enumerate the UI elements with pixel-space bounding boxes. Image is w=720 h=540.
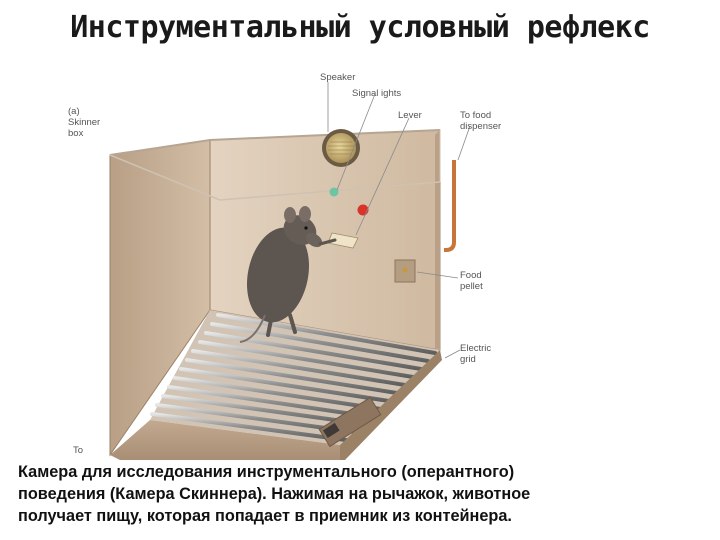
speaker-label: Speaker: [320, 72, 356, 83]
caption-line-3: получает пищу, которая попадает в приемн…: [18, 507, 512, 525]
electric-grid-label: Electric grid: [460, 343, 492, 365]
right-wall: [435, 130, 440, 360]
slide-title: Инструментальный условный рефлекс: [70, 10, 650, 45]
food-dispenser-tube: [444, 160, 456, 252]
food-dispenser-label: To food dispenser: [460, 110, 502, 132]
skinner-box-figure: (a) Skinner box Speaker Signal ights Lev…: [40, 60, 510, 460]
signal-light-green: [329, 187, 339, 197]
caption-line-2: поведения (Камера Скиннера). Нажимая на …: [18, 485, 531, 503]
skinner-box-illustration: [109, 82, 471, 460]
food-pellet-label: Food pellet: [460, 270, 483, 292]
electric-grid-bars: [150, 313, 437, 442]
figure-caption: Камера для исследования инструментальног…: [18, 461, 708, 527]
panel-label: (a) Skinner box: [68, 106, 101, 139]
lever: [327, 232, 359, 249]
caption-line-1: Камера для исследования инструментальног…: [18, 463, 515, 481]
bottom-cut-label: To: [73, 445, 84, 456]
signal-light-red: [357, 204, 369, 216]
rat: [239, 206, 337, 343]
lever-label: Lever: [398, 110, 422, 121]
signal-lights-label: Signal ights: [352, 88, 402, 99]
